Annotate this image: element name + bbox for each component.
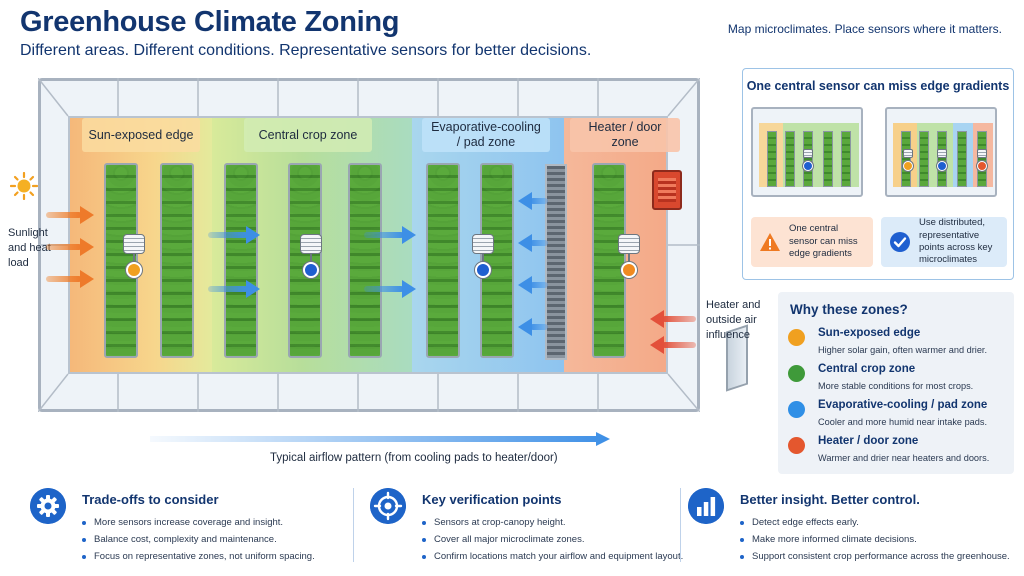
- sun-icon: [10, 172, 38, 200]
- crop-bed: [592, 163, 626, 358]
- why-item-desc: More stable conditions for most crops.: [818, 381, 974, 391]
- recommendation-note: Use distributed, representative points a…: [881, 217, 1007, 267]
- why-item-sun: Sun-exposed edge Higher solar gain, ofte…: [788, 326, 1012, 360]
- warning-note: One central sensor can miss edge gradien…: [751, 217, 873, 267]
- distributed-sensors-thumbnail: [885, 107, 997, 197]
- verification-section: Key verification points Sensors at crop-…: [370, 488, 683, 568]
- intake-arrow: [518, 276, 548, 294]
- zone-color-dot: [788, 437, 805, 454]
- why-item-evaporative: Evaporative-cooling / pad zone Cooler an…: [788, 398, 1012, 432]
- airflow-arrow: [208, 226, 260, 244]
- list-item: Sensors at crop-canopy height.: [422, 514, 683, 531]
- zone-color-dot: [788, 365, 805, 382]
- sunlight-arrow: [46, 238, 94, 256]
- tradeoffs-list: More sensors increase coverage and insig…: [82, 514, 315, 565]
- sunlight-arrow: [46, 270, 94, 288]
- crop-bed: [348, 163, 382, 358]
- section-divider: [353, 488, 354, 562]
- outside-air-arrow: [650, 310, 696, 328]
- heater-unit: [652, 170, 682, 210]
- list-item: Detect edge effects early.: [740, 514, 1010, 531]
- insight-title: Better insight. Better control.: [740, 492, 920, 507]
- section-divider: [680, 488, 681, 562]
- zone-color-dot: [788, 329, 805, 346]
- airflow-arrow: [364, 280, 416, 298]
- warning-icon: [760, 233, 780, 251]
- crop-bed: [288, 163, 322, 358]
- sensor-dot-blue: [303, 262, 319, 278]
- sensor-dot-orange: [126, 262, 142, 278]
- sunlight-label: Sunlight and heat load: [8, 227, 51, 269]
- sunlight-arrow: [46, 206, 94, 224]
- airflow-label: Typical airflow pattern (from cooling pa…: [270, 452, 558, 464]
- why-item-name: Evaporative-cooling / pad zone: [818, 399, 988, 411]
- target-icon: [370, 488, 406, 524]
- why-item-name: Sun-exposed edge: [818, 327, 921, 339]
- greenhouse-diagram: Sun-exposed edge Central crop zone Evapo…: [38, 78, 748, 412]
- zone-label-evaporative: Evaporative-cooling / pad zone: [422, 118, 550, 152]
- zone-label-sun: Sun-exposed edge: [82, 118, 200, 152]
- why-item-desc: Higher solar gain, often warmer and drie…: [818, 345, 988, 355]
- crop-bed: [426, 163, 460, 358]
- warning-text: One central sensor can miss edge gradien…: [789, 223, 858, 260]
- crop-bed: [480, 163, 514, 358]
- why-item-heater: Heater / door zone Warmer and drier near…: [788, 434, 1012, 468]
- intake-arrow: [518, 234, 548, 252]
- zone-label-central: Central crop zone: [244, 118, 372, 152]
- bar-chart-icon: [688, 488, 724, 524]
- list-item: Cover all major microclimate zones.: [422, 531, 683, 548]
- tagline: Map microclimates. Place sensors where i…: [727, 22, 1002, 36]
- tradeoffs-section: Trade-offs to consider More sensors incr…: [30, 488, 350, 568]
- list-item: Support consistent crop performance acro…: [740, 548, 1010, 565]
- heater-influence-label: Heater and outside air influence: [706, 299, 761, 341]
- why-zones-title: Why these zones?: [790, 302, 908, 317]
- sensor-dot-orange: [621, 262, 637, 278]
- list-item: Make more informed climate decisions.: [740, 531, 1010, 548]
- insight-section: Better insight. Better control. Detect e…: [688, 488, 1018, 568]
- sensor-sun-edge: [121, 234, 147, 280]
- intake-arrow: [518, 318, 548, 336]
- callout-title: One central sensor can miss edge gradien…: [746, 79, 1010, 93]
- crop-bed: [160, 163, 194, 358]
- sensor-dot-blue: [475, 262, 491, 278]
- crop-bed: [224, 163, 258, 358]
- verification-list: Sensors at crop-canopy height. Cover all…: [422, 514, 683, 565]
- sensor-heater: [616, 234, 642, 280]
- zone-color-dot: [788, 401, 805, 418]
- why-item-desc: Cooler and more humid near intake pads.: [818, 417, 988, 427]
- list-item: Confirm locations match your airflow and…: [422, 548, 683, 565]
- verification-title: Key verification points: [422, 492, 562, 507]
- insight-list: Detect edge effects early. Make more inf…: [740, 514, 1010, 565]
- why-item-desc: Warmer and drier near heaters and doors.: [818, 453, 990, 463]
- recommendation-text: Use distributed, representative points a…: [919, 217, 993, 266]
- gear-icon: [30, 488, 66, 524]
- why-zones-panel: Why these zones? Sun-exposed edge Higher…: [778, 292, 1014, 474]
- page-subtitle: Different areas. Different conditions. R…: [20, 42, 592, 59]
- why-item-name: Heater / door zone: [818, 435, 919, 447]
- central-sensor-callout: One central sensor can miss edge gradien…: [742, 68, 1014, 280]
- single-sensor-thumbnail: [751, 107, 863, 197]
- airflow-pattern-arrow: [150, 432, 610, 446]
- check-icon: [890, 232, 910, 252]
- sensor-evaporative: [470, 234, 496, 280]
- airflow-arrow: [208, 280, 260, 298]
- sensor-central: [298, 234, 324, 280]
- zone-label-heater: Heater / door zone: [570, 118, 680, 152]
- list-item: Focus on representative zones, not unifo…: [82, 548, 315, 565]
- why-item-name: Central crop zone: [818, 363, 916, 375]
- cooling-pad: [545, 164, 567, 360]
- outside-air-arrow: [650, 336, 696, 354]
- why-item-central: Central crop zone More stable conditions…: [788, 362, 1012, 396]
- list-item: Balance cost, complexity and maintenance…: [82, 531, 315, 548]
- tradeoffs-title: Trade-offs to consider: [82, 492, 219, 507]
- page-title: Greenhouse Climate Zoning: [20, 6, 400, 38]
- list-item: More sensors increase coverage and insig…: [82, 514, 315, 531]
- airflow-arrow: [364, 226, 416, 244]
- intake-arrow: [518, 192, 548, 210]
- crop-bed: [104, 163, 138, 358]
